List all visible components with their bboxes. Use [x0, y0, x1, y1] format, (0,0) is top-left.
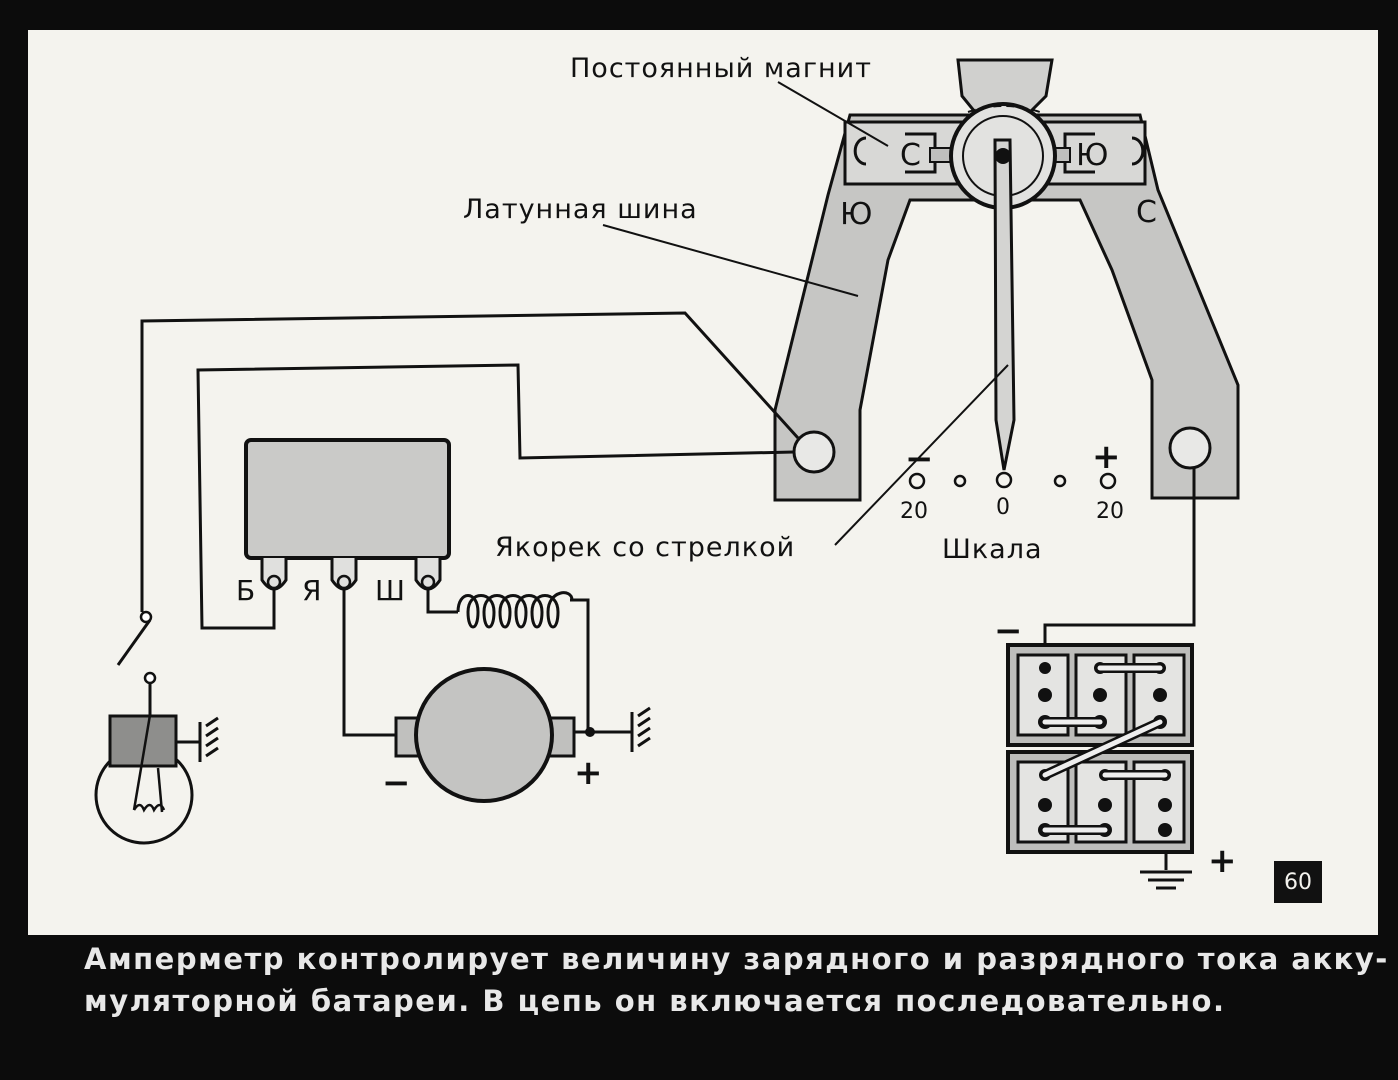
caption-line-1: Амперметр контролирует величину зарядног…: [84, 942, 1389, 976]
field-coil: [456, 591, 574, 629]
terminal-b: Б: [236, 574, 255, 607]
pole-north-left: Ю: [840, 197, 872, 232]
pole-north-right: Ю: [1076, 138, 1108, 173]
scale-minus-value: 20: [900, 499, 928, 524]
pole-south-right: С: [1136, 195, 1157, 230]
label-brass-bus: Латунная шина: [463, 194, 698, 225]
pointer-needle: [993, 138, 1016, 471]
terminal-ya: Я: [302, 574, 321, 607]
voltage-regulator: [244, 438, 451, 560]
storage-battery: [1006, 643, 1194, 854]
label-armature: Якорек со стрелкой: [495, 532, 795, 563]
generator-plus: +: [574, 753, 603, 793]
lamp-ground-icon: [176, 716, 219, 762]
circuit-wires: [116, 311, 1196, 870]
caption-line-2: муляторной батареи. В цепь он включается…: [84, 984, 1226, 1018]
left-terminal: [792, 430, 836, 474]
generator-minus: −: [382, 763, 411, 803]
right-terminal: [1168, 426, 1212, 470]
meter-scale: [908, 471, 1117, 490]
lamp-bulb: [94, 714, 194, 845]
scale-zero: 0: [996, 495, 1010, 520]
battery-plus: +: [1208, 841, 1237, 881]
battery-ground-icon: [1140, 870, 1192, 890]
slide-number: 60: [1274, 861, 1322, 903]
scale-plus-value: 20: [1096, 499, 1124, 524]
pole-south-left: С: [900, 138, 921, 173]
generator: [394, 667, 595, 803]
terminal-sh: Ш: [375, 574, 405, 607]
label-permanent-magnet: Постоянный магнит: [570, 53, 872, 84]
brass-bus: [773, 113, 1240, 502]
regulator-terminals: [260, 558, 442, 591]
leader-lines: [602, 81, 1009, 546]
battery-minus: −: [994, 611, 1023, 651]
slide-caption: Амперметр контролирует величину зарядног…: [84, 938, 1389, 1022]
generator-ground-icon: [630, 706, 651, 752]
label-scale: Шкала: [942, 534, 1043, 565]
scale-plus-sign: +: [1092, 437, 1121, 477]
scale-minus-sign: −: [905, 439, 934, 479]
